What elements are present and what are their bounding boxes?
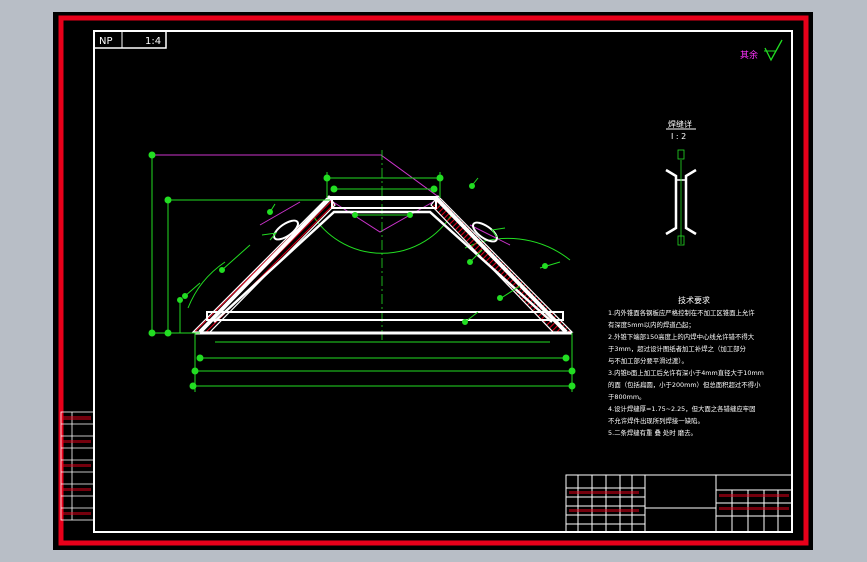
drawing-code-box: NP 1:4 — [93, 30, 167, 49]
bottom-ring — [206, 311, 564, 321]
top-dimensions — [323, 172, 444, 218]
tech-line-1: 1.内外锥面各钢板应严格控制在不加工区锥面上允许 — [608, 308, 755, 317]
weld-detail-view: 焊缝详 I : 2 — [665, 119, 697, 246]
weld-detail-left — [273, 219, 299, 241]
left-revision-table — [60, 411, 95, 521]
model-space — [53, 12, 813, 550]
tech-line-4: 于3mm，超过设计图纸者加工补焊之（加工部分 — [608, 344, 747, 353]
drawing-frame — [93, 30, 793, 533]
construction-arc-left — [187, 261, 226, 309]
tech-line-8: 于800mm。 — [608, 393, 645, 401]
surface-finish-label: 其余 — [740, 49, 758, 61]
technical-requirements: 技术要求 1.内外锥面各钢板应严格控制在不加工区锥面上允许 有深度5mm以内的焊… — [608, 295, 764, 437]
detail-scale: I : 2 — [671, 132, 686, 141]
slope-dimensions — [182, 177, 561, 325]
tech-line-2: 有深度5mm以内的焊道凸起； — [608, 320, 695, 329]
tech-line-7: 的面（包括扁圆，小于200mm）但总面积超过不得小 — [608, 380, 761, 389]
tech-line-9: 4.设计焊缝厚=1.75~2.25，但大面之各错缝应牢固 — [608, 404, 756, 413]
height-dimensions — [148, 151, 330, 337]
surface-finish-symbol: 其余 — [740, 39, 783, 62]
title-block — [565, 474, 793, 533]
sheet-border — [58, 15, 809, 546]
tech-line-6: 3.内锥b面上加工后允许有深小于4mm直径大于10mm — [608, 368, 764, 377]
tech-line-3: 2.外锥下端部150高度上的内焊中心线允许错不得大 — [608, 332, 755, 341]
tech-line-5: 与不加工部分要平滑过渡）。 — [608, 356, 688, 365]
tech-line-11: 5.二条焊缝有重 叠 处时 磨去。 — [608, 428, 697, 437]
weld-detail-right — [472, 221, 498, 243]
tech-title: 技术要求 — [678, 295, 710, 305]
check-mark-icon — [764, 39, 783, 62]
top-ring — [331, 197, 437, 209]
main-view — [148, 150, 576, 392]
drawing-scale: 1:4 — [145, 36, 161, 47]
tech-line-10: 不允许焊件出现所列焊接一缺陷。 — [608, 416, 704, 425]
drawing-code: NP — [99, 36, 113, 47]
cone-inner-profile — [213, 210, 553, 323]
bottom-dimensions — [189, 333, 576, 392]
detail-title: 焊缝详 — [668, 119, 692, 129]
